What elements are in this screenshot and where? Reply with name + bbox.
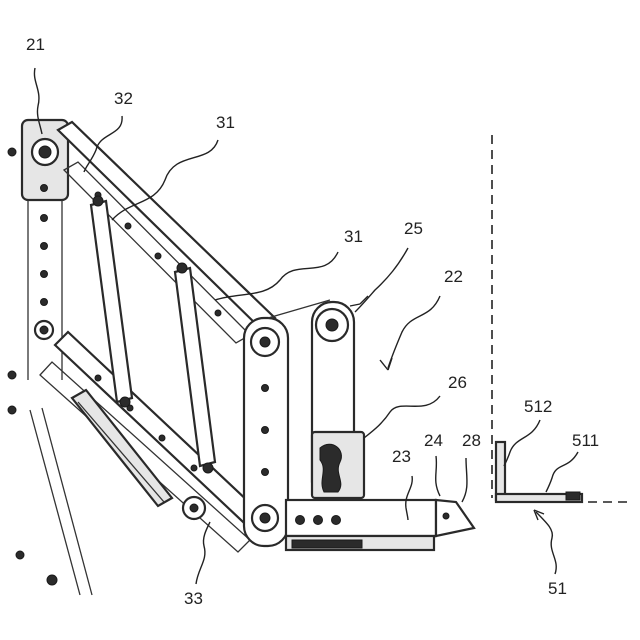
label-512: 512 (524, 397, 552, 416)
label-21: 21 (26, 35, 45, 54)
label-25: 25 (404, 219, 423, 238)
frame-holes (41, 185, 48, 306)
label-24: 24 (424, 431, 443, 450)
label-22: 22 (444, 267, 463, 286)
label-31-upper: 31 (216, 113, 235, 132)
slider-23 (286, 500, 436, 550)
vertical-link (244, 318, 288, 546)
angle-bracket-51 (496, 442, 582, 502)
label-31-lower: 31 (344, 227, 363, 246)
actuator-26 (312, 432, 364, 498)
label-28: 28 (462, 431, 481, 450)
left-frame (8, 120, 68, 414)
pivot-33 (183, 497, 205, 519)
upper-arm-32 (58, 122, 275, 343)
label-32: 32 (114, 89, 133, 108)
label-33: 33 (184, 589, 203, 608)
label-511: 511 (572, 431, 599, 450)
tip-24-blade-28 (436, 500, 474, 536)
label-26: 26 (448, 373, 467, 392)
label-23: 23 (392, 447, 411, 466)
bracket-leg-512 (496, 442, 505, 500)
lower-arm (40, 332, 268, 552)
label-51: 51 (548, 579, 567, 598)
